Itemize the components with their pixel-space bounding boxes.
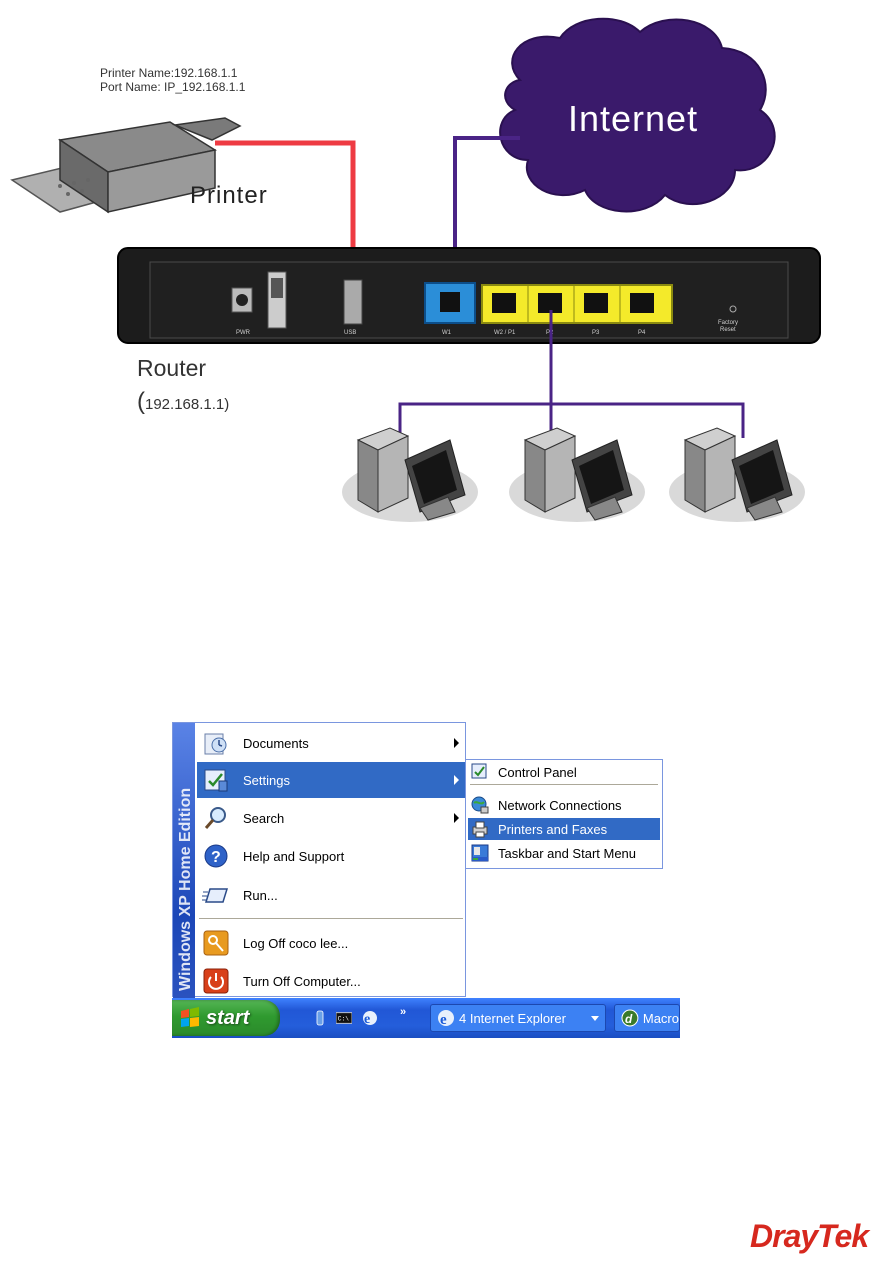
submenu-control-panel-label: Control Panel — [498, 764, 577, 780]
submenu-network-connections-label: Network Connections — [498, 797, 622, 813]
menu-item-settings[interactable]: Settings — [197, 762, 465, 798]
draytek-logo: DrayTek — [750, 1218, 869, 1254]
port-label-factory: Factory — [718, 320, 738, 326]
port-name-text: Port Name: IP_192.168.1.1 — [100, 80, 246, 94]
xp-band-text: Windows XP Home Edition — [177, 788, 194, 991]
help-icon: ? — [201, 842, 231, 870]
router-ip-paren: ( — [137, 388, 145, 415]
svg-text:d: d — [625, 1012, 633, 1026]
dreamweaver-icon: d — [621, 1009, 639, 1027]
printer-cable — [215, 140, 356, 290]
menu-item-turnoff-label: Turn Off Computer... — [243, 973, 361, 989]
taskbar-button-internet-explorer[interactable]: e 4 Internet Explorer — [430, 1004, 606, 1032]
menu-item-search[interactable]: Search — [197, 800, 465, 836]
submenu-arrow-icon — [454, 813, 459, 823]
menu-item-help-and-support[interactable]: ? Help and Support — [197, 838, 465, 874]
power-icon — [201, 967, 231, 995]
router-label: Router — [137, 355, 207, 381]
xp-band-label: Windows XP Home Edition — [177, 788, 194, 991]
port-label-pwr: PWR — [236, 330, 251, 336]
windows-flag-icon — [181, 1007, 199, 1027]
port-label-p3: P3 — [592, 330, 600, 336]
menu-item-logoff-label: Log Off coco lee... — [243, 935, 349, 951]
submenu-item-taskbar-and-start-menu[interactable]: Taskbar and Start Menu — [468, 842, 660, 864]
router-ip-text: 192.168.1.1) — [145, 396, 230, 413]
taskbar-icon — [470, 844, 490, 862]
router-device — [117, 247, 821, 344]
menu-item-log-off[interactable]: Log Off coco lee... — [197, 925, 465, 961]
submenu-item-control-panel[interactable]: Control Panel — [468, 761, 660, 783]
diagram-graphics: PWR USB W1 W2 / P1 P2 P3 P4 Factory Rese… — [10, 17, 821, 522]
port-label-reset: Reset — [720, 327, 736, 333]
port-label-w1: W1 — [442, 330, 452, 336]
documents-icon — [201, 729, 231, 757]
settings-icon — [201, 766, 231, 794]
group-dropdown-icon — [591, 1016, 599, 1021]
start-button-label: start — [206, 1006, 250, 1029]
printers-faxes-icon — [470, 820, 490, 838]
taskbar-ie-label: 4 Internet Explorer — [459, 1010, 566, 1026]
pc-2 — [509, 427, 645, 522]
windows-xp-band: Windows XP Home Edition — [173, 723, 195, 998]
logoff-icon — [201, 929, 231, 957]
menu-item-help-label: Help and Support — [243, 848, 345, 864]
menu-item-run-label: Run... — [243, 887, 278, 903]
router-ip: (192.168.1.1) — [137, 388, 229, 416]
taskbar: start C:\ e » e 4 Internet Explorer d Ma… — [172, 998, 680, 1038]
port-label-p4: P4 — [638, 330, 646, 336]
pc-3 — [669, 427, 805, 522]
settings-submenu: Control Panel Network Connections Printe… — [465, 759, 663, 869]
svg-text:e: e — [364, 1012, 370, 1026]
quick-launch-chevron-icon[interactable]: » — [400, 1006, 407, 1018]
port-label-w2p1: W2 / P1 — [494, 330, 516, 336]
control-panel-icon — [470, 763, 490, 781]
taskbar-mac-label: Macro — [642, 1010, 679, 1026]
network-diagram: PWR USB W1 W2 / P1 P2 P3 P4 Factory Rese… — [0, 0, 894, 560]
port-label-usb: USB — [344, 330, 356, 336]
pc-1 — [342, 427, 478, 522]
submenu-printers-faxes-label: Printers and Faxes — [498, 821, 608, 837]
printer-label: Printer — [190, 182, 268, 209]
wan-cable — [453, 136, 520, 288]
menu-item-documents-label: Documents — [243, 735, 309, 751]
menu-item-search-label: Search — [243, 810, 285, 826]
printer-device — [10, 117, 242, 214]
menu-item-turn-off-computer[interactable]: Turn Off Computer... — [197, 963, 465, 999]
internet-cloud — [499, 17, 776, 213]
internet-explorer-icon: e — [438, 1010, 454, 1027]
start-menu: Windows XP Home Edition Documents Settin… — [172, 722, 466, 999]
printer-name-text: Printer Name:192.168.1.1 — [100, 66, 238, 80]
command-prompt-icon[interactable]: C:\ — [336, 1010, 352, 1026]
run-icon — [201, 881, 231, 909]
svg-text:e: e — [440, 1012, 447, 1027]
menu-item-settings-label: Settings — [243, 772, 290, 788]
taskbar-button-macromedia[interactable]: d Macro — [614, 1004, 680, 1032]
menu-item-run[interactable]: Run... — [197, 877, 465, 913]
submenu-separator — [470, 784, 658, 785]
internet-explorer-icon[interactable]: e — [362, 1010, 378, 1026]
menu-separator — [199, 918, 463, 919]
show-desktop-icon[interactable] — [312, 1010, 328, 1026]
start-button[interactable]: start — [172, 1000, 280, 1036]
submenu-taskbar-label: Taskbar and Start Menu — [498, 845, 637, 861]
svg-text:C:\: C:\ — [338, 1016, 349, 1023]
submenu-arrow-icon — [454, 775, 459, 785]
submenu-arrow-icon — [454, 738, 459, 748]
menu-item-documents[interactable]: Documents — [197, 725, 465, 761]
svg-text:?: ? — [211, 849, 221, 866]
lan-cables — [398, 310, 745, 438]
search-icon — [201, 804, 231, 832]
internet-label: Internet — [568, 98, 699, 139]
submenu-item-printers-and-faxes[interactable]: Printers and Faxes — [468, 818, 660, 840]
network-connections-icon — [470, 796, 490, 814]
printer-info: Printer Name:192.168.1.1 Port Name: IP_1… — [100, 66, 245, 94]
submenu-item-network-connections[interactable]: Network Connections — [468, 794, 660, 816]
